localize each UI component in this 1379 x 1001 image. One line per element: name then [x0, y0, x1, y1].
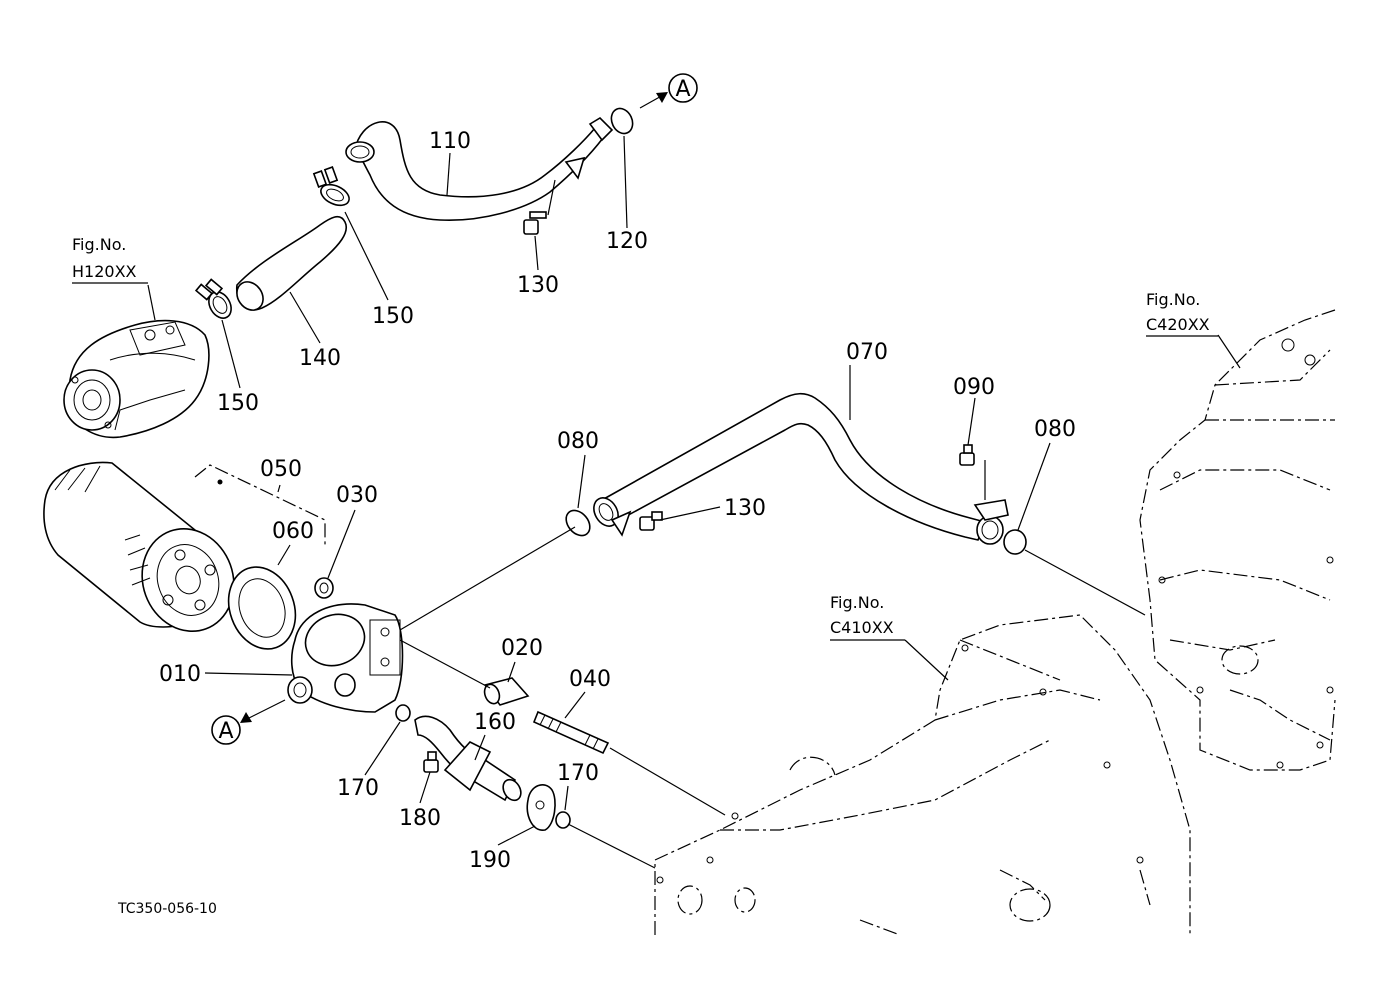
part-label-140: 140: [299, 346, 341, 371]
fig-ref-c420: Fig.No. C420XX: [1146, 290, 1218, 337]
arrow-a-top-letter: A: [675, 77, 690, 102]
part-label-120: 120: [606, 229, 648, 254]
part-label-040: 040: [569, 667, 611, 692]
part-label-020: 020: [501, 636, 543, 661]
fig-ref-c410-line1: Fig.No.: [830, 593, 884, 612]
fig-ref-c420-line2: C420XX: [1146, 315, 1210, 334]
housing-c410: [654, 614, 1191, 936]
part-label-010: 010: [159, 662, 201, 687]
part-label-150-upper: 150: [372, 304, 414, 329]
filter-head-010: [287, 603, 404, 713]
pipe-070: [593, 392, 1009, 545]
fig-ref-h120: Fig.No. H120XX: [72, 235, 148, 284]
gasket-060: [227, 566, 297, 650]
hose-110: [345, 116, 614, 222]
clamp-150-upper: [312, 166, 350, 207]
pipe-160: [414, 715, 522, 802]
part-label-130-pipe: 130: [724, 496, 766, 521]
o-ring-080-right: [1003, 529, 1027, 555]
hydraulic-pump: [63, 319, 210, 439]
nut-030: [314, 577, 334, 599]
stud-040: [532, 710, 610, 755]
arrow-a-bottom: A: [211, 699, 286, 745]
arrow-a-top: A: [639, 73, 698, 109]
o-ring-170-left: [395, 704, 411, 722]
bolt-180: [423, 751, 439, 773]
part-label-080-left: 080: [557, 429, 599, 454]
part-label-050: 050: [260, 457, 302, 482]
part-label-130-top: 130: [517, 273, 559, 298]
part-label-110: 110: [429, 129, 471, 154]
part-label-070: 070: [846, 340, 888, 365]
fig-ref-c420-line1: Fig.No.: [1146, 290, 1200, 309]
part-label-060: 060: [272, 519, 314, 544]
fig-ref-c410-line2: C410XX: [830, 618, 894, 637]
oil-filter-050: [43, 461, 235, 633]
fig-ref-h120-line2: H120XX: [72, 262, 137, 281]
sleeve-020: [483, 677, 530, 706]
arrow-a-bottom-letter: A: [218, 719, 233, 744]
kit-050-bracket: [194, 464, 326, 545]
part-label-150-lower: 150: [217, 391, 259, 416]
o-ring-080-left: [565, 509, 591, 537]
drawing-code: TC350-056-10: [117, 901, 217, 917]
part-label-170-right: 170: [557, 761, 599, 786]
housing-c420: [1139, 309, 1336, 771]
part-label-080-right: 080: [1034, 417, 1076, 442]
clamp-150-lower: [194, 278, 232, 319]
bolt-130-top: [523, 211, 547, 235]
part-labels: 110 120 130 150 140 150 070 090 080 080 …: [159, 129, 1076, 873]
fig-ref-h120-line1: Fig.No.: [72, 235, 126, 254]
part-label-030: 030: [336, 483, 378, 508]
part-label-190: 190: [469, 848, 511, 873]
part-label-180: 180: [399, 806, 441, 831]
o-ring-170-right: [555, 811, 571, 829]
fig-ref-c410: Fig.No. C410XX: [830, 593, 905, 641]
hose-140: [236, 215, 347, 311]
gasket-190: [526, 784, 556, 831]
o-ring-120: [610, 107, 634, 135]
part-label-170-left: 170: [337, 776, 379, 801]
leader-lines: [147, 135, 1241, 869]
bolt-130-pipe: [639, 511, 663, 531]
part-label-090: 090: [953, 375, 995, 400]
part-label-160: 160: [474, 710, 516, 735]
bolt-090: [959, 444, 975, 466]
